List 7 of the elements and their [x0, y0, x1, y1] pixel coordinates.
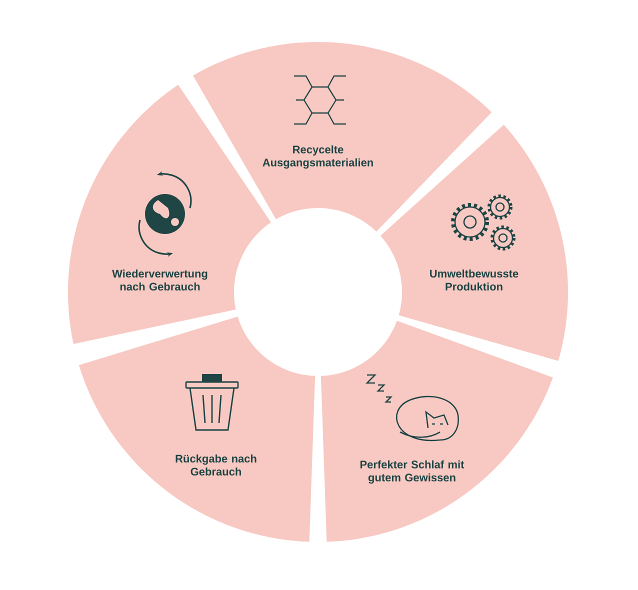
node-label: Perfekter Schlaf mit gutem Gewissen	[360, 460, 464, 484]
cycle-segment: Recycelte Ausgangsmaterialien	[193, 42, 492, 232]
cycle-segment: Umweltbewusste Produktion	[380, 124, 568, 361]
node-label: Rückgabe nach Gebrauch	[176, 454, 256, 476]
cycle-segment: Perfekter Schlaf mit gutem Gewissen	[320, 320, 553, 542]
node-label: Umweltbewusste Produktion	[430, 269, 518, 291]
cycle-segment: Rückgabe nach Gebrauch	[78, 316, 316, 542]
